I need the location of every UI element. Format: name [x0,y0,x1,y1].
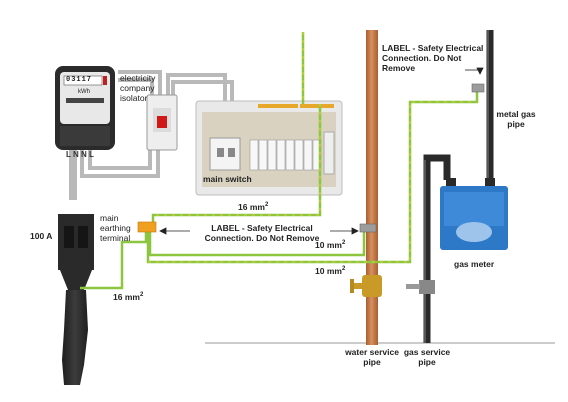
consumer-unit [195,100,343,196]
meter-reading: 03117 [66,76,93,84]
main-earthing-terminal-label: main earthing terminal [100,213,131,243]
meter-terminal-l2: L [89,150,94,159]
gas-valve [406,280,435,294]
squared-sup: 2 [341,266,346,272]
squared-sup: 2 [341,240,346,246]
label-top-text: LABEL - Safety Electrical Connection. Do… [382,43,484,73]
gas-meter-body [440,178,508,250]
main-switch-label: main switch [203,174,252,184]
water-service-pipe-label: water service pipe [345,347,399,367]
cable-10-upper-text: 10 mm [315,239,342,250]
metal-gas-pipe-label: metal gas pipe [496,109,536,129]
electricity-isolator [146,94,178,151]
earth-wire-stripes [148,32,477,263]
gas-pipe-highlight [424,30,489,343]
meter-terminal-l1: L [66,150,71,159]
water-service-pipe [366,30,378,345]
fuse-rating-label: 100 A [30,231,53,241]
gas-pipes [423,30,494,343]
label-middle: LABEL - Safety Electrical Connection. Do… [194,223,330,244]
cable-16-top: 16 mm2 [238,202,268,213]
cable-10-lower-text: 10 mm [315,265,342,276]
meter-terminal-n1: N [72,150,79,159]
gas-meter-label: gas meter [454,259,495,269]
electricity-meter [55,66,115,150]
label-middle-text: LABEL - Safety Electrical Connection. Do… [204,223,320,243]
squared-sup: 2 [264,202,269,208]
service-cutout [58,214,94,290]
main-earthing-terminal-block [137,221,157,233]
label-top: LABEL - Safety Electrical Connection. Do… [382,43,492,73]
cable-16-bottom: 16 mm2 [113,292,143,303]
meter-unit: kWh [78,89,90,95]
cable-16-bottom-text: 16 mm [113,291,140,302]
cable-16-top-text: 16 mm [238,201,265,212]
service-cable [62,290,88,385]
label-arrows [159,67,484,235]
earth-clamps [359,83,485,233]
gas-service-pipe-label: gas service pipe [403,347,451,367]
squared-sup: 2 [139,292,144,298]
water-stop-tap [350,275,382,297]
isolator-label: electricity company isolator [120,73,156,103]
meter-terminal-n2: N [81,150,87,159]
cable-10-upper: 10 mm2 [315,240,345,251]
cable-10-lower: 10 mm2 [315,266,345,277]
meter-terminal-labels: L N N L [66,150,94,159]
